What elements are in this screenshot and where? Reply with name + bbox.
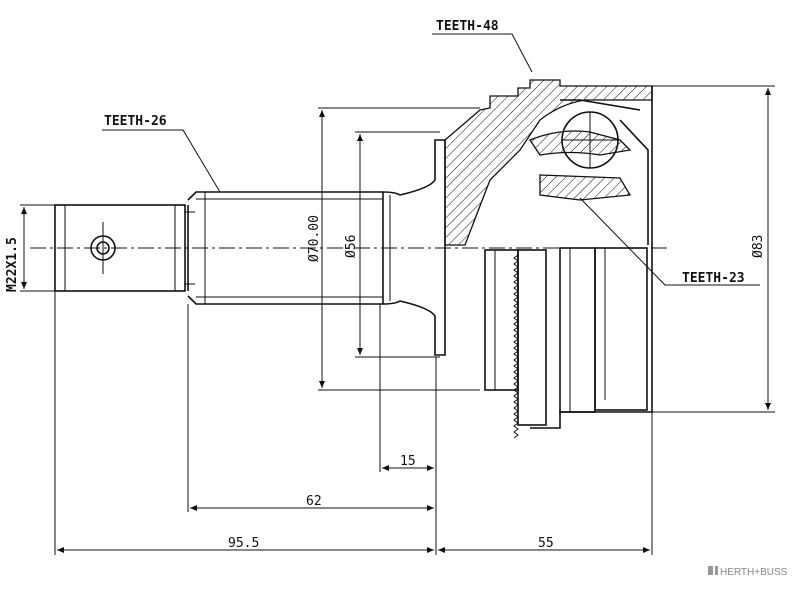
abs-tone-ring <box>484 249 547 439</box>
label-teeth-48: TEETH-48 <box>436 19 499 34</box>
brand-logo-icon <box>708 566 718 575</box>
brand-name: HERTH+BUSS <box>720 567 788 578</box>
shaft-collar <box>382 139 446 356</box>
center-hole-symbol <box>90 222 116 274</box>
ball-and-cage <box>560 99 649 245</box>
housing-lower-section <box>530 86 653 429</box>
housing-upper-section <box>444 79 653 246</box>
label-teeth-23: TEETH-23 <box>682 271 745 286</box>
label-dia-collar: Ø70.00 <box>307 215 322 262</box>
label-thread-size: M22X1.5 <box>5 237 20 292</box>
dim-95-5: 95.5 <box>228 536 259 551</box>
dim-55: 55 <box>538 536 554 551</box>
threaded-stub <box>54 204 195 292</box>
label-dia-shaft: Ø56 <box>344 235 359 258</box>
brand-watermark: HERTH+BUSS <box>708 566 788 578</box>
splined-shaft <box>187 191 384 305</box>
label-teeth-26: TEETH-26 <box>104 114 167 129</box>
leader-lines <box>102 33 760 286</box>
extension-lines <box>20 85 775 555</box>
label-dia-housing: Ø83 <box>751 235 766 258</box>
dim-15: 15 <box>400 454 416 469</box>
dimension-lines <box>21 88 771 553</box>
dim-62: 62 <box>306 494 322 509</box>
